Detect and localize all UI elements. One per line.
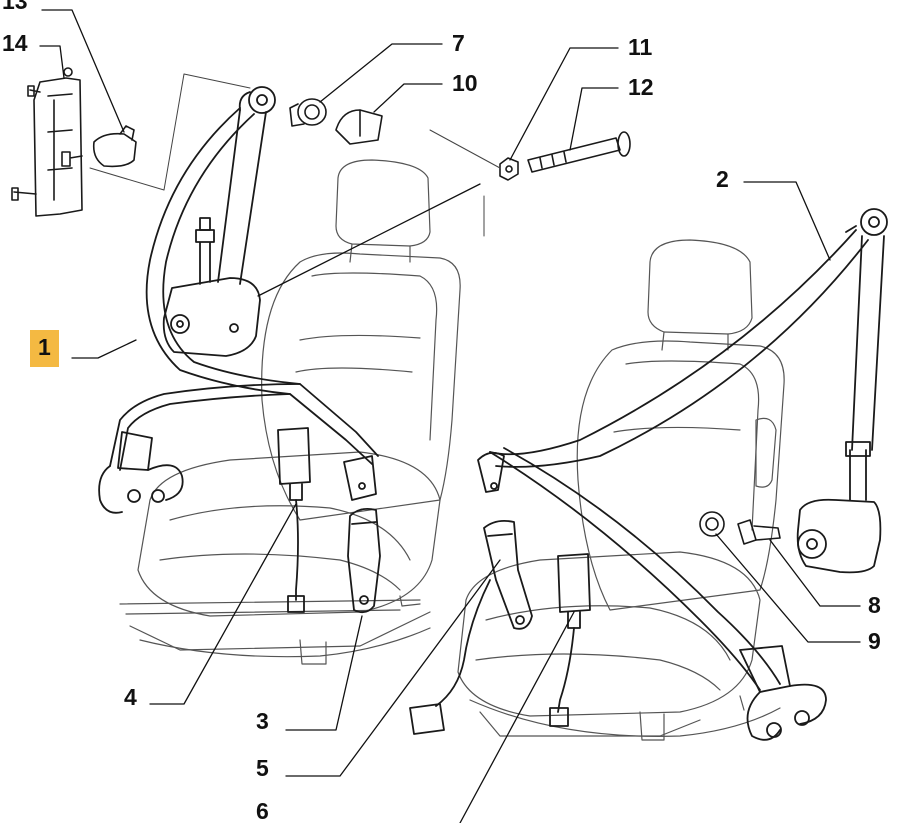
callout-14[interactable]: 14 <box>2 30 28 56</box>
leader-5 <box>285 559 501 777</box>
leader-6 <box>459 611 575 823</box>
leader-8 <box>769 539 861 607</box>
callout-4[interactable]: 4 <box>124 684 137 710</box>
right-seat-belt-assembly <box>409 208 888 741</box>
callout-5[interactable]: 5 <box>256 755 269 781</box>
callout-1[interactable]: 1 <box>30 330 59 367</box>
reference-frame <box>89 73 501 237</box>
cap-item-10 <box>335 109 383 145</box>
leader-14 <box>39 45 65 79</box>
bolt-item-12 <box>527 131 631 173</box>
leader-3 <box>285 615 363 731</box>
height-adjuster-item-14 <box>11 67 83 217</box>
left-seat-belt-assembly <box>98 86 381 614</box>
callout-3[interactable]: 3 <box>256 708 269 734</box>
callout-13[interactable]: 13 <box>2 0 28 14</box>
leader-9 <box>715 533 861 643</box>
cover-item-13 <box>92 125 137 168</box>
leader-4 <box>149 503 297 705</box>
spacer-item-9 <box>699 511 725 537</box>
leader-10 <box>373 83 443 113</box>
leader-lines <box>39 9 861 823</box>
leader-7 <box>319 43 443 103</box>
bolt-item-8 <box>737 519 781 545</box>
callout-10[interactable]: 10 <box>452 70 478 96</box>
leader-retractor-left <box>257 183 481 297</box>
right-seat-drawing <box>457 239 785 741</box>
nut-item-11 <box>499 157 519 181</box>
left-seat-drawing <box>119 159 461 665</box>
leader-11 <box>509 47 619 161</box>
callout-7[interactable]: 7 <box>452 30 465 56</box>
leader-13 <box>41 9 125 133</box>
callout-6[interactable]: 6 <box>256 798 269 824</box>
callout-2[interactable]: 2 <box>716 166 729 192</box>
callout-9[interactable]: 9 <box>868 628 881 654</box>
callout-8[interactable]: 8 <box>868 592 881 618</box>
leader-1 <box>71 339 137 359</box>
bushing-item-7 <box>289 98 327 127</box>
callout-11[interactable]: 11 <box>628 34 653 60</box>
leader-12 <box>569 87 619 151</box>
callout-12[interactable]: 12 <box>628 74 654 100</box>
leader-2 <box>743 181 831 261</box>
